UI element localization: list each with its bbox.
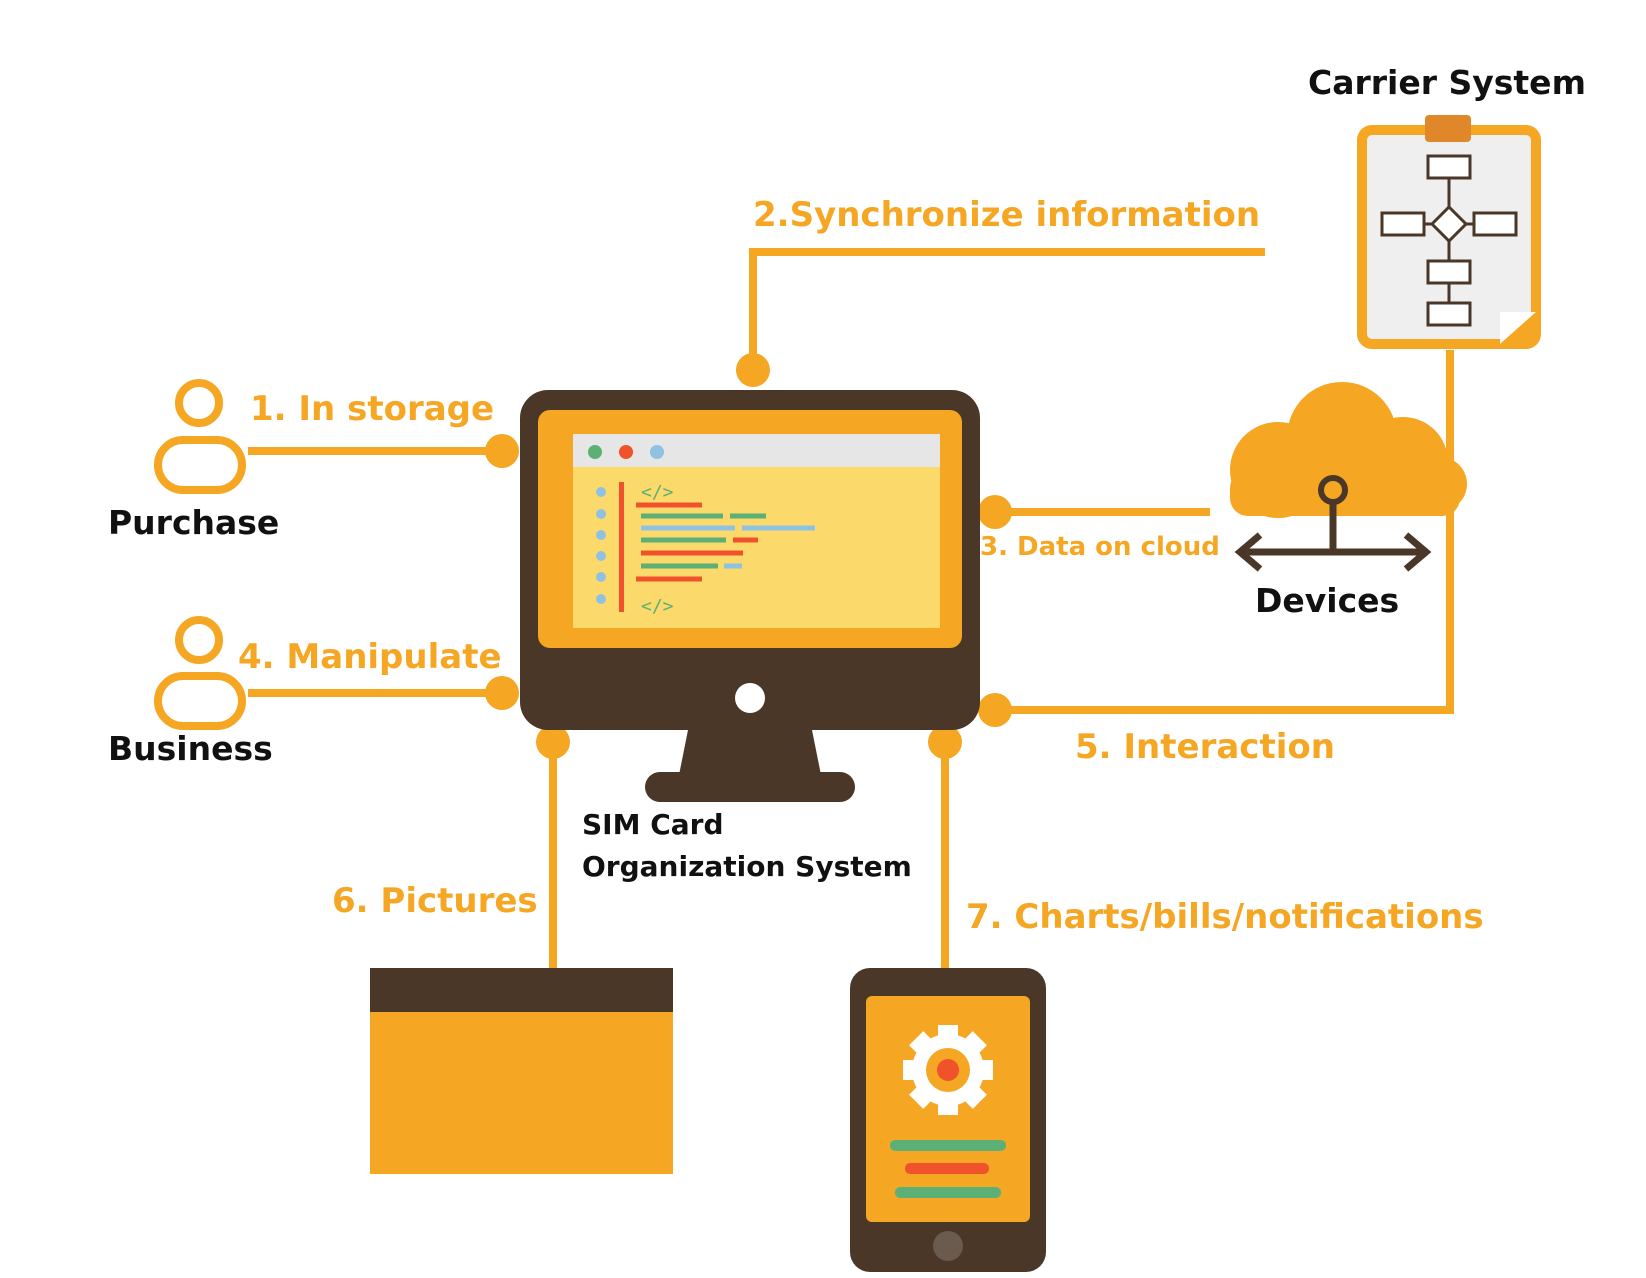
dot-bottom-left [536, 725, 570, 759]
clipboard-flowchart-icon [1357, 115, 1541, 349]
dot-right-bottom [978, 693, 1012, 727]
flow-label-pictures: 6. Pictures [332, 881, 538, 921]
dot-left-bottom [485, 676, 519, 710]
devices-label: Devices [1255, 581, 1399, 620]
person-icon [154, 616, 246, 730]
dot-bottom-right [928, 725, 962, 759]
flow-label-charts: 7. Charts/bills/notifications [966, 897, 1484, 937]
monitor-code-icon: </> </> [520, 390, 980, 802]
gear-icon [903, 1025, 993, 1115]
connector-synchronize [749, 248, 1265, 370]
central-system-label-line1: SIM Card [582, 808, 724, 841]
code-tag-open: </> [641, 482, 674, 503]
business-label: Business [108, 729, 273, 768]
person-icon [154, 379, 246, 494]
code-tag-close: </> [641, 596, 674, 617]
dot-left-top [485, 434, 519, 468]
cloud-network-icon [1230, 382, 1467, 572]
phone-gear-icon [850, 968, 1046, 1272]
browser-window-icon [370, 968, 673, 1174]
dot-top [736, 353, 770, 387]
flow-label-manipulate: 4. Manipulate [238, 637, 502, 677]
flow-label-interaction: 5. Interaction [1075, 727, 1335, 767]
carrier-system-label: Carrier System [1308, 63, 1586, 102]
flow-label-data-on-cloud: 3. Data on cloud [980, 532, 1220, 562]
flow-label-in-storage: 1. In storage [250, 389, 494, 429]
central-system-label: SIM Card Organization System [582, 808, 912, 883]
central-system-label-line2: Organization System [582, 850, 912, 883]
flow-label-synchronize: 2.Synchronize information [753, 195, 1260, 235]
connector-dots [485, 353, 1012, 759]
purchase-label: Purchase [108, 503, 279, 542]
dot-right-top [978, 495, 1012, 529]
